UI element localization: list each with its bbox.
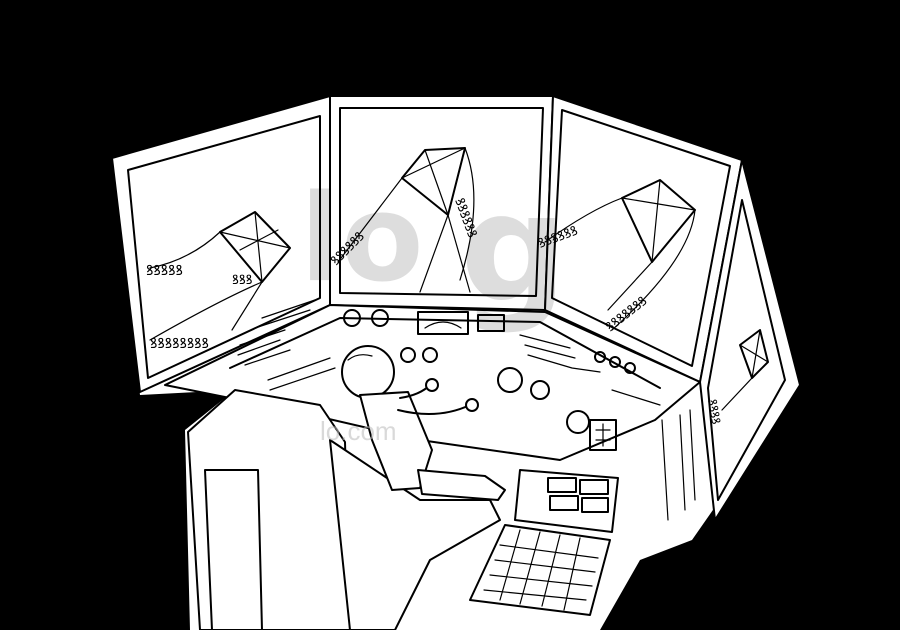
big-dial: [497, 367, 523, 393]
chair: [187, 389, 501, 630]
kite-side: ꝸꝸꝸꝸ: [705, 329, 769, 425]
child-figure: [341, 345, 506, 501]
watermark: lo g lo.com: [300, 162, 567, 446]
kite-left-tail-1: ꝸꝸꝸꝸꝸ: [146, 262, 183, 278]
child-hand-left: [425, 378, 439, 392]
child-head: [341, 345, 395, 399]
kite-left-tail-3: ꝸꝸꝸ: [232, 272, 253, 287]
svg-text:g: g: [460, 162, 567, 336]
keypad-top: [514, 469, 619, 533]
kite-left-tail-2: ꝸꝸꝸꝸꝸꝸꝸꝸ: [150, 335, 209, 351]
watermark-text: lo.com: [320, 416, 397, 446]
chair-back: [187, 389, 351, 630]
chair-seat: [329, 439, 501, 630]
gauge-panel: [417, 311, 469, 335]
dial-2: [371, 309, 389, 327]
dial-1: [343, 309, 361, 327]
kite-side-tail: ꝸꝸꝸꝸ: [705, 398, 723, 425]
child-hand-right: [465, 398, 479, 412]
kite-left: ꝸꝸꝸꝸꝸ ꝸꝸꝸꝸꝸꝸꝸꝸ ꝸꝸꝸ: [146, 211, 291, 351]
svg-text:lo: lo: [300, 170, 424, 309]
keypad-console: [469, 469, 619, 616]
